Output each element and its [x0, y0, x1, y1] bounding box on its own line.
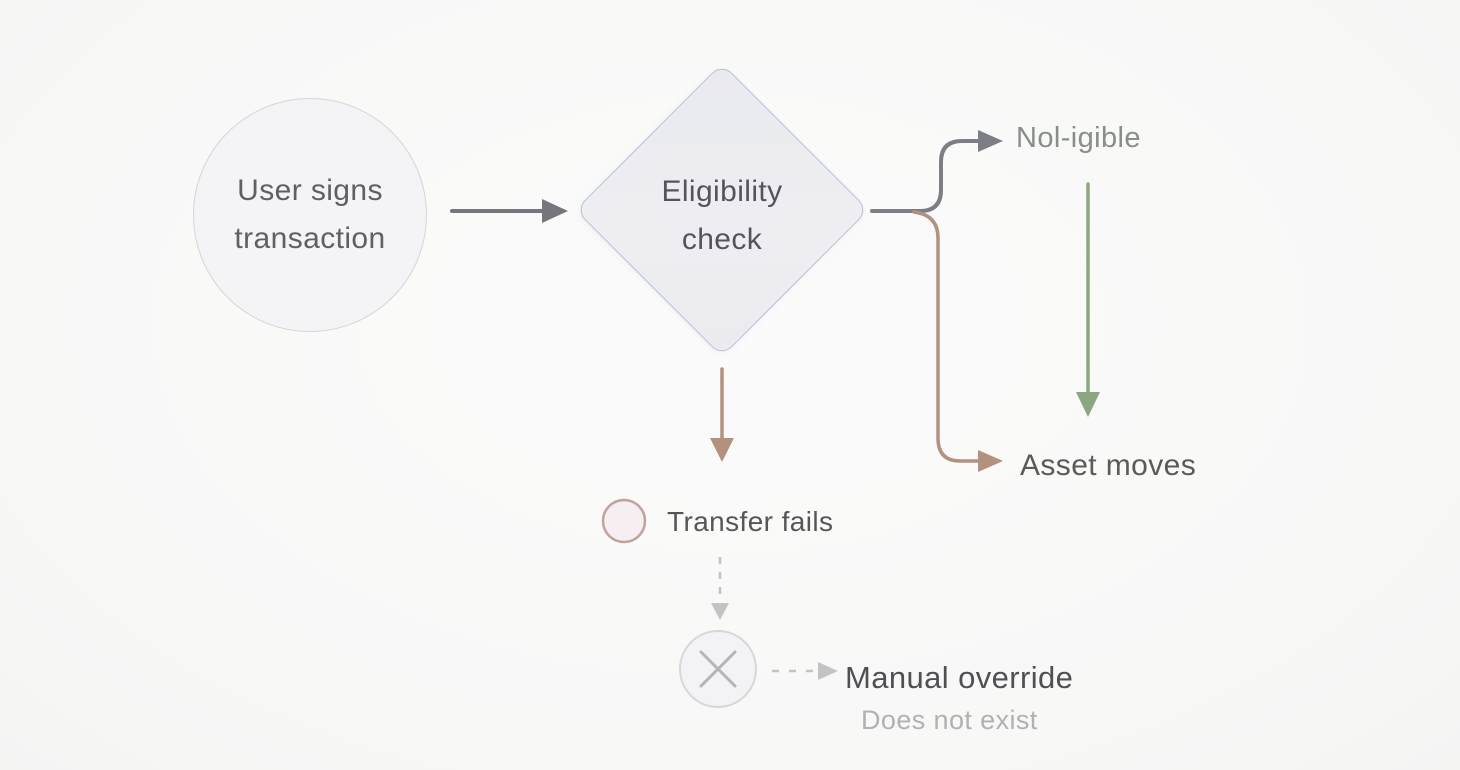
- arrowhead-green-down-icon: [1076, 392, 1100, 417]
- arrow-decision-to-asset-moves: [912, 210, 980, 463]
- label-not-eligible: Nol-igible: [1016, 122, 1141, 154]
- arrowhead-not-eligible-icon: [978, 130, 1003, 152]
- node-user-signs-transaction-label: User signs transaction: [234, 167, 385, 263]
- node-user-signs-transaction: User signs transaction: [193, 98, 427, 332]
- node-label-line: transaction: [234, 222, 386, 255]
- transfer-fails-circle-icon: [601, 498, 647, 544]
- node-eligibility-check-label: Eligibility check: [612, 168, 832, 264]
- x-mark-icon: [699, 650, 737, 688]
- label-asset-moves: Asset moves: [1020, 449, 1197, 482]
- node-label-line: Eligibility: [661, 175, 783, 208]
- node-label-line: User signs: [237, 174, 383, 207]
- arrowhead-start-to-decision-icon: [542, 199, 568, 223]
- label-transfer-fails: Transfer fails: [667, 506, 834, 537]
- arrowhead-dashed-right-icon: [818, 662, 838, 680]
- label-manual-override: Manual override: [845, 660, 1074, 695]
- node-label-line: check: [681, 223, 763, 256]
- arrow-decision-to-not-eligible: [870, 139, 980, 213]
- label-does-not-exist: Does not exist: [861, 705, 1038, 735]
- arrowhead-dashed-down-icon: [711, 603, 729, 620]
- arrowhead-asset-moves-icon: [978, 450, 1003, 472]
- arrowhead-transfer-fails-icon: [710, 438, 734, 462]
